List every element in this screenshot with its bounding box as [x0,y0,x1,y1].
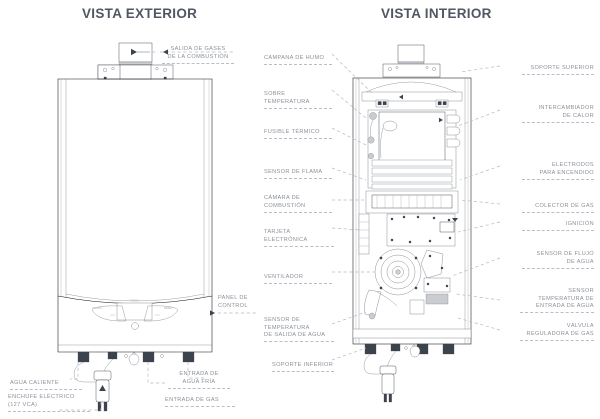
callout-combustion-chamber: CÁMARA DE COMBUSTIÓN [264,188,332,220]
callout-combustion-chamber-label: CÁMARA DE COMBUSTIÓN [264,195,306,209]
callout-control-panel-label: PANEL DE CONTROL [218,295,248,309]
page-title-exterior: VISTA EXTERIOR [82,6,198,21]
callout-water-flow-sensor: SENSOR DE FLUJO DE AGUA [522,244,594,276]
callout-gas-valve: VÁLVULA REGULADORA DE GAS [520,316,594,348]
callout-flame-sensor-label: SENSOR DE FLAMA [264,169,323,176]
interior-unit-drawing [331,44,501,403]
callout-rule [10,389,82,391]
callout-over-temperature-label: SOBRE TEMPERATURA [264,91,310,105]
svg-text:Calorex: Calorex [130,298,140,302]
callout-rule [522,267,594,269]
callout-ignition-label: IGNICIÓN [565,221,594,228]
callout-gas-manifold: COLECTOR DE GAS [522,196,594,221]
callout-rule [264,245,334,247]
callout-hot-water: AGUA CALIENTE [10,373,82,398]
callout-rule [520,339,594,341]
callout-water-outlet-temp-sensor: SENSOR DE TEMPERATURA DE SALIDA DE AGUA [264,310,334,350]
callout-heat-exchanger: INTERCAMBIADOR DE CALOR [522,98,594,130]
callout-smoke-hood-label: CAMPANA DE HUMO [264,55,325,62]
callout-gas-inlet: ENTRADA DE GAS [165,390,235,415]
callout-rule [272,371,334,373]
callout-flame-sensor: SENSOR DE FLAMA [264,162,332,187]
callout-electronic-board: TARJETA ELECTRÓNICA [264,222,334,254]
callout-fan: VENTILADOR [264,267,332,292]
callout-ignition-electrodes: ELECTRODOS PARA ENCENDIDO [522,155,594,187]
callout-rule [8,410,90,412]
callout-ignition-electrodes-label: ELECTRODOS PARA ENCENDIDO [539,162,594,176]
callout-gas-inlet-label: ENTRADA DE GAS [165,397,220,404]
callout-upper-support-label: SOPORTE SUPERIOR [530,65,594,72]
callout-rule [168,387,230,389]
callout-water-inlet-temp-sensor: SENSOR TEMPERATURA DE ENTRADA DE AGUA [520,281,594,321]
callout-gas-valve-label: VÁLVULA REGULADORA DE GAS [526,323,594,337]
callout-electronic-board-label: TARJETA ELECTRÓNICA [264,229,308,243]
callout-electric-plug: ENCHUFE ELÉCTRICO (127 VCA) [8,387,90,419]
callout-electric-plug-label: ENCHUFE ELÉCTRICO (127 VCA) [8,394,75,408]
callout-rule [264,107,332,109]
callout-rule [162,62,234,64]
callout-lower-support: SOPORTE INFERIOR [272,355,334,380]
callout-hot-water-label: AGUA CALIENTE [10,380,60,387]
callout-rule [520,312,594,314]
svg-text:ON/OFF: ON/OFF [92,306,102,310]
callout-flue-outlet: SALIDA DE GASES DE LA COMBUSTIÓN [162,39,234,71]
page-title-interior: VISTA INTERIOR [381,6,492,21]
callout-upper-support: SOPORTE SUPERIOR [522,58,594,83]
callout-ignition: IGNICIÓN [522,214,594,239]
callout-thermal-fuse: FUSIBLE TÉRMICO [264,122,332,147]
callout-water-outlet-temp-sensor-label: SENSOR DE TEMPERATURA DE SALIDA DE AGUA [264,317,326,339]
callout-rule [264,64,332,66]
callout-rule [264,138,332,140]
callout-cold-water-inlet: ENTRADA DE AGUA FRÍA [168,364,230,396]
callout-rule [264,178,332,180]
svg-text:RESET: RESET [164,306,173,310]
callout-rule [264,341,334,343]
callout-heat-exchanger-label: INTERCAMBIADOR DE CALOR [538,105,594,119]
callout-flue-outlet-label: SALIDA DE GASES DE LA COMBUSTIÓN [167,46,229,60]
callout-rule [522,121,594,123]
callout-smoke-hood: CAMPANA DE HUMO [264,48,332,73]
callout-fan-label: VENTILADOR [264,274,304,281]
callout-water-inlet-temp-sensor-label: SENSOR TEMPERATURA DE ENTRADA DE AGUA [535,288,594,310]
callout-rule [165,406,235,408]
callout-over-temperature: SOBRE TEMPERATURA [264,84,332,116]
callout-water-flow-sensor-label: SENSOR DE FLUJO DE AGUA [536,251,594,265]
callout-rule [522,230,594,232]
callout-control-panel: PANEL DE CONTROL [218,288,276,310]
exterior-unit-drawing: Calorex ON/OFF RESET [57,42,258,412]
callout-rule [264,283,332,285]
callout-rule [264,211,332,213]
callout-rule [522,74,594,76]
callout-lower-support-label: SOPORTE INFERIOR [272,362,334,369]
callout-gas-manifold-label: COLECTOR DE GAS [535,203,594,210]
callout-cold-water-inlet-label: ENTRADA DE AGUA FRÍA [179,371,219,385]
callout-rule [522,178,594,180]
callout-thermal-fuse-label: FUSIBLE TÉRMICO [264,129,320,136]
